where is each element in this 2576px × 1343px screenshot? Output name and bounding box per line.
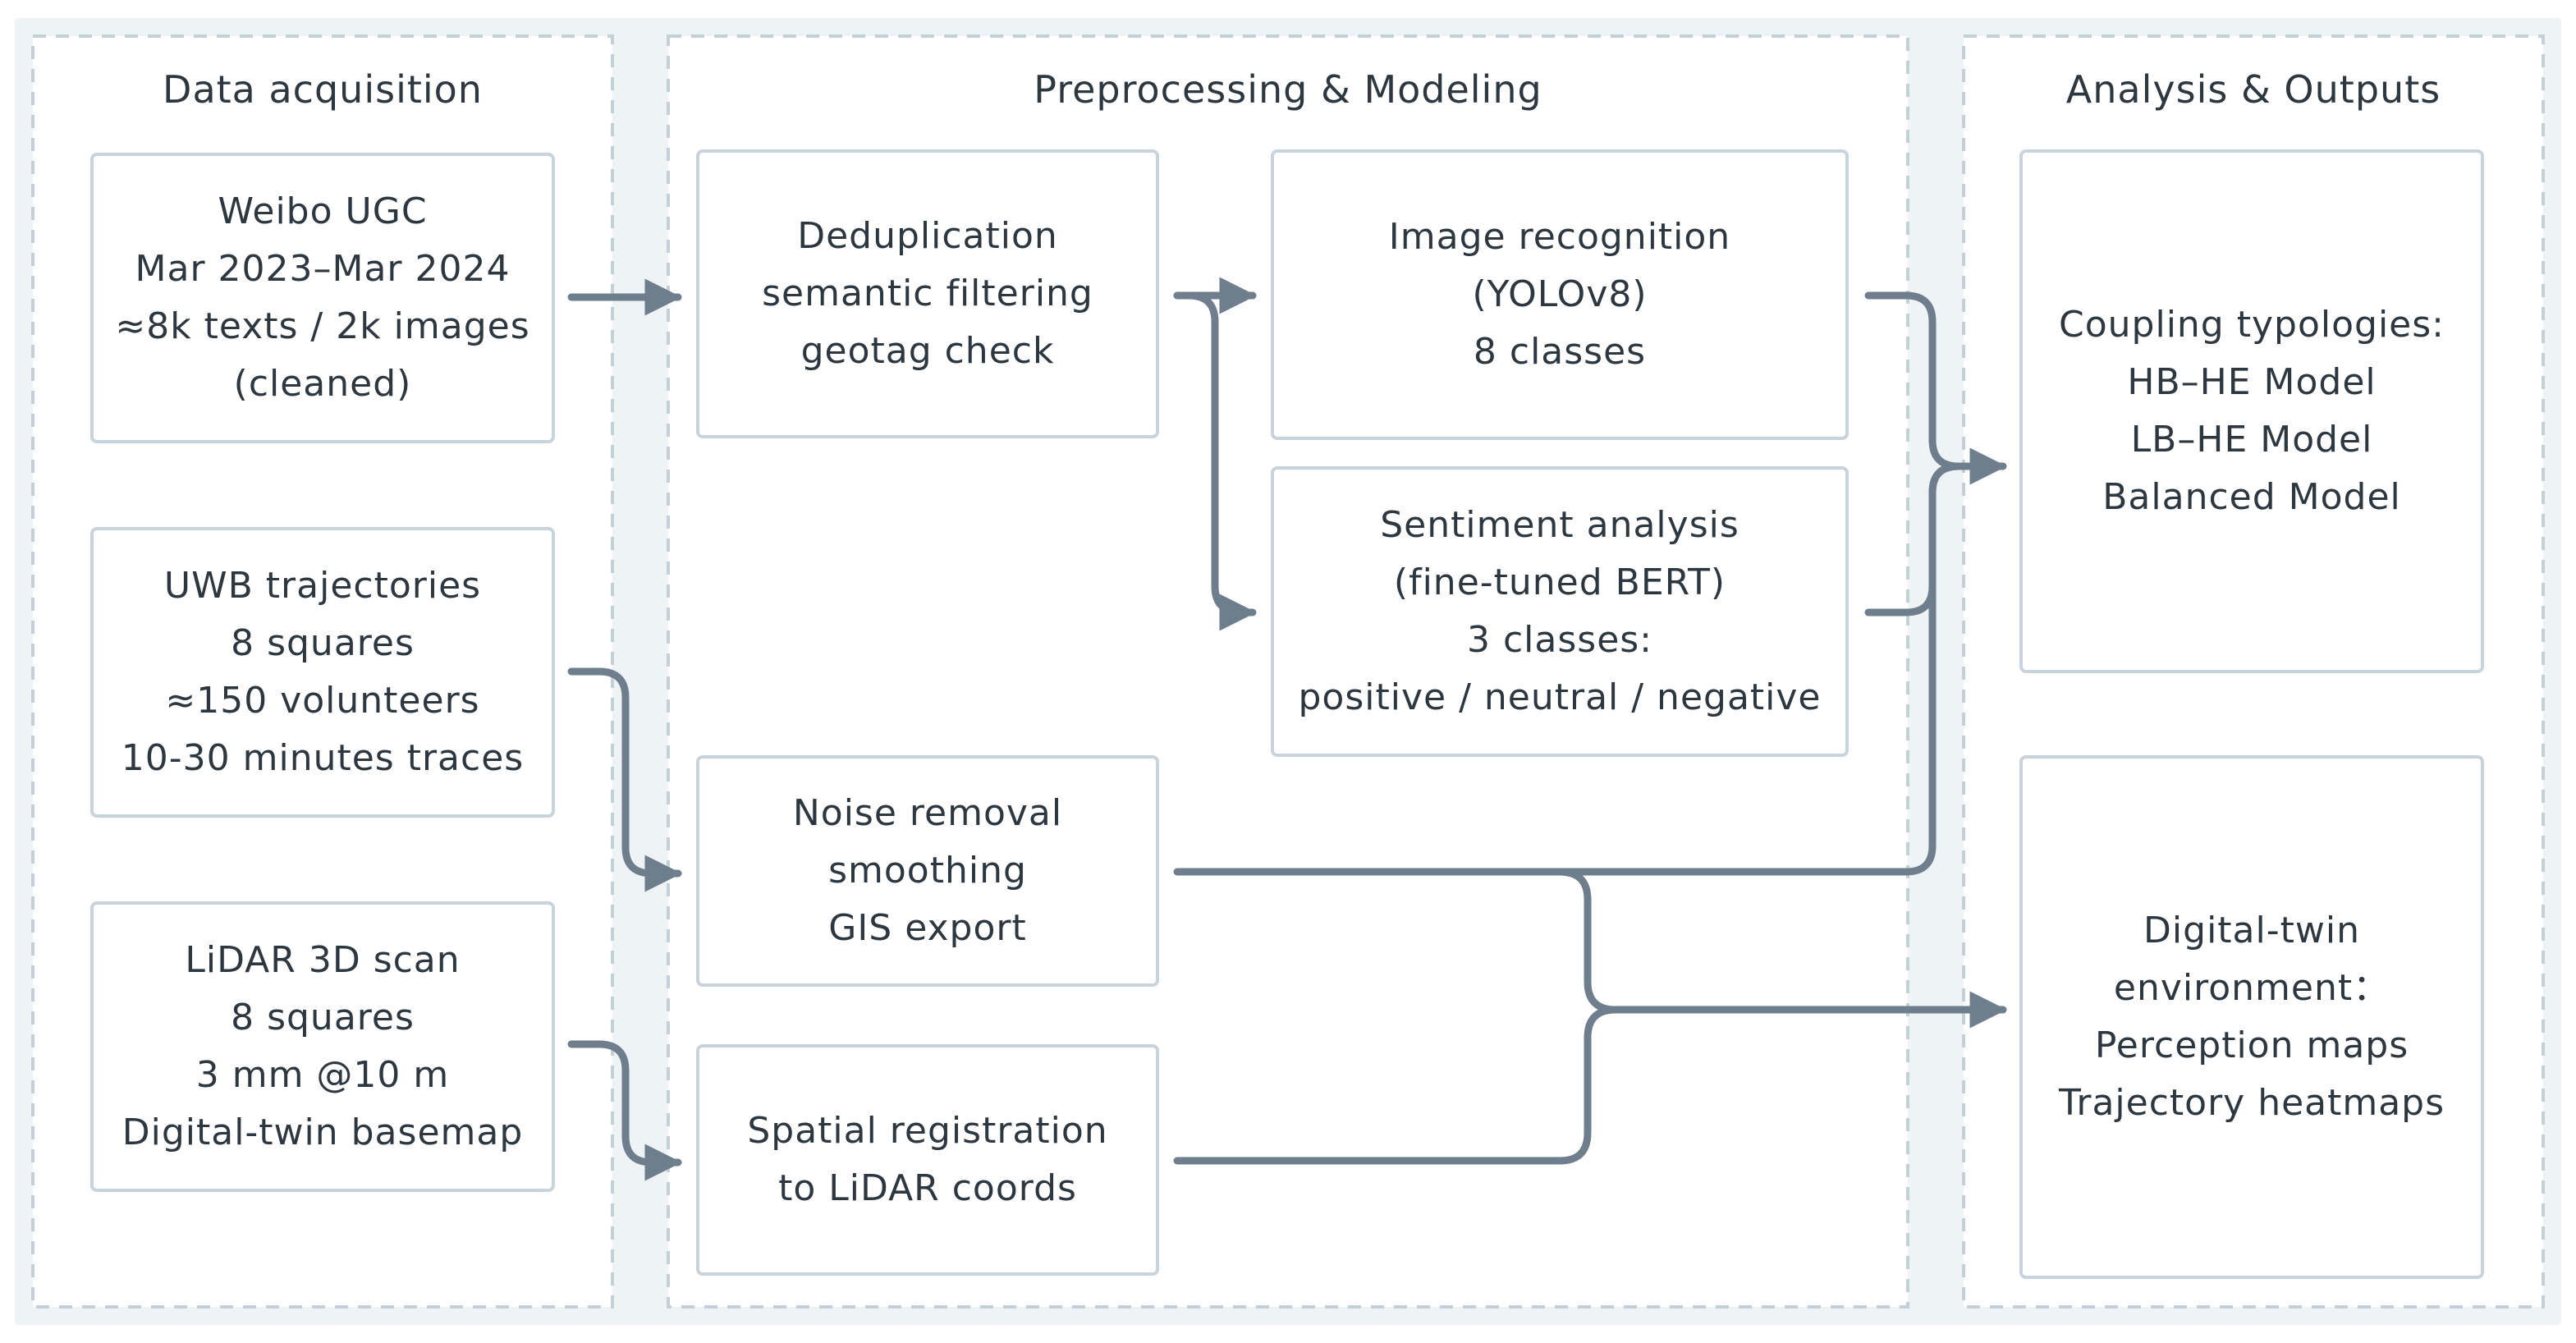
box-line: LB–HE Model bbox=[2130, 419, 2373, 461]
arrow-lidar-to-spatial-registration bbox=[567, 1040, 682, 1181]
box-line: (YOLOv8) bbox=[1472, 273, 1648, 315]
box-line: Spatial registration bbox=[747, 1110, 1108, 1152]
box-line: 8 squares bbox=[231, 622, 415, 664]
arrow-uwb-to-noise-removal bbox=[567, 667, 682, 892]
box-digital-twin: Digital-twin environment： Perception map… bbox=[2021, 757, 2482, 1277]
box-line: Image recognition bbox=[1388, 216, 1731, 258]
box-line: 10-30 minutes traces bbox=[121, 737, 525, 779]
box-line: UWB trajectories bbox=[163, 565, 482, 607]
box-line: Deduplication bbox=[797, 215, 1058, 257]
box-line: Noise removal bbox=[792, 792, 1063, 834]
box-frame-uwb-trajectories bbox=[90, 527, 555, 818]
box-line: semantic filtering bbox=[762, 273, 1093, 314]
box-line: GIS export bbox=[828, 907, 1027, 949]
box-line: 3 classes: bbox=[1466, 619, 1653, 661]
box-frame-weibo-ugc bbox=[90, 153, 555, 443]
box-line: 8 squares bbox=[231, 997, 415, 1038]
box-line: smoothing bbox=[828, 850, 1027, 892]
box-spatial-registration: Spatial registration to LiDAR coords bbox=[698, 1046, 1157, 1274]
box-frame-image-recognition bbox=[1271, 149, 1849, 440]
box-line: Weibo UGC bbox=[218, 190, 428, 232]
box-line: LiDAR 3D scan bbox=[185, 939, 461, 981]
box-line: ≈150 volunteers bbox=[165, 680, 480, 722]
box-uwb-trajectories: UWB trajectories 8 squares ≈150 voluntee… bbox=[92, 529, 553, 816]
box-lidar-scan: LiDAR 3D scan 8 squares 3 mm @10 m Digit… bbox=[92, 903, 553, 1190]
box-frame-deduplication bbox=[696, 149, 1159, 438]
box-line: 8 classes bbox=[1473, 331, 1647, 373]
box-line: environment： bbox=[2113, 967, 2390, 1009]
box-coupling-typologies: Coupling typologies: HB–HE Model LB–HE M… bbox=[2021, 151, 2482, 672]
box-line: (cleaned) bbox=[233, 363, 412, 405]
box-line: Perception maps bbox=[2094, 1024, 2409, 1066]
connector-spatial-to-digital-twin bbox=[1173, 1006, 1620, 1165]
box-line: HB–HE Model bbox=[2127, 361, 2377, 403]
box-deduplication: Deduplication semantic filtering geotag … bbox=[698, 151, 1157, 437]
box-sentiment-analysis: Sentiment analysis (fine-tuned BERT) 3 c… bbox=[1272, 468, 1847, 755]
box-line: positive / neutral / negative bbox=[1298, 676, 1822, 718]
box-line: Coupling typologies: bbox=[2059, 304, 2445, 346]
column-title-analysis-outputs: Analysis & Outputs bbox=[2065, 67, 2441, 112]
box-line: (fine-tuned BERT) bbox=[1393, 561, 1726, 603]
box-line: Sentiment analysis bbox=[1380, 504, 1739, 546]
box-line: to LiDAR coords bbox=[778, 1167, 1077, 1209]
box-line: Trajectory heatmaps bbox=[2058, 1082, 2445, 1124]
box-line: Mar 2023–Mar 2024 bbox=[135, 248, 511, 290]
connector-noise-to-coupling bbox=[1173, 462, 1963, 876]
box-frame-sentiment-analysis bbox=[1271, 466, 1849, 757]
box-frame-lidar-scan bbox=[90, 901, 555, 1192]
box-line: Digital-twin basemap bbox=[121, 1112, 524, 1153]
box-frame-spatial-registration bbox=[696, 1044, 1159, 1276]
box-image-recognition: Image recognition (YOLOv8) 8 classes bbox=[1272, 151, 1847, 438]
box-frame-noise-removal bbox=[696, 755, 1159, 987]
column-title-data-acquisition: Data acquisition bbox=[163, 67, 483, 112]
box-line: 3 mm @10 m bbox=[195, 1054, 450, 1096]
box-weibo-ugc: Weibo UGC Mar 2023–Mar 2024 ≈8k texts / … bbox=[92, 154, 553, 442]
box-noise-removal: Noise removal smoothing GIS export bbox=[698, 757, 1157, 985]
box-line: geotag check bbox=[800, 330, 1055, 372]
box-line: Digital-twin bbox=[2143, 910, 2360, 951]
column-title-preprocessing-modeling: Preprocessing & Modeling bbox=[1034, 67, 1542, 112]
box-line: Balanced Model bbox=[2102, 476, 2401, 518]
box-frame-coupling-typologies bbox=[2019, 149, 2484, 673]
box-line: ≈8k texts / 2k images bbox=[115, 305, 530, 347]
arrow-deduplication-to-sentiment bbox=[1173, 291, 1257, 631]
box-frame-digital-twin bbox=[2019, 755, 2484, 1279]
